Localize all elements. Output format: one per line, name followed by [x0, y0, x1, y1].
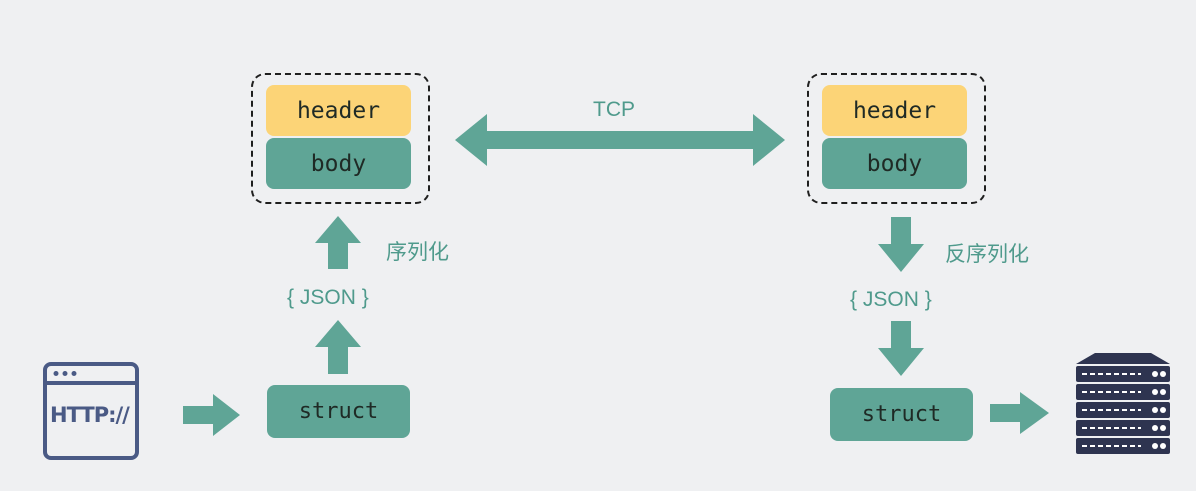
serialize-label: 序列化	[386, 241, 449, 264]
tcp-double-arrow	[455, 114, 785, 166]
tcp-label: TCP	[593, 98, 635, 121]
left-header-block: header	[266, 85, 411, 136]
left-body-block: body	[266, 138, 411, 189]
left-packet	[251, 73, 430, 204]
right-packet	[807, 73, 986, 204]
server-rack-svg	[1076, 353, 1170, 454]
deserialize-label: 反序列化	[945, 243, 1029, 266]
http-text: HTTP://	[50, 403, 130, 427]
browser-window-icon: HTTP://	[42, 361, 140, 461]
json-right-label: { JSON }	[850, 288, 932, 311]
right-struct-block: struct	[830, 388, 973, 441]
struct-to-server-arrow	[990, 392, 1049, 434]
server-rack-icon	[1073, 352, 1173, 458]
struct-to-json-arrow	[315, 320, 361, 374]
deserialize-arrow	[878, 217, 924, 272]
http-to-struct-arrow	[183, 394, 240, 436]
right-body-block: body	[822, 138, 967, 189]
left-struct-block: struct	[267, 385, 410, 438]
serialize-arrow	[315, 216, 361, 269]
right-header-block: header	[822, 85, 967, 136]
json-to-struct-arrow	[878, 321, 924, 376]
browser-window-svg	[43, 362, 139, 460]
json-left-label: { JSON }	[287, 286, 369, 309]
